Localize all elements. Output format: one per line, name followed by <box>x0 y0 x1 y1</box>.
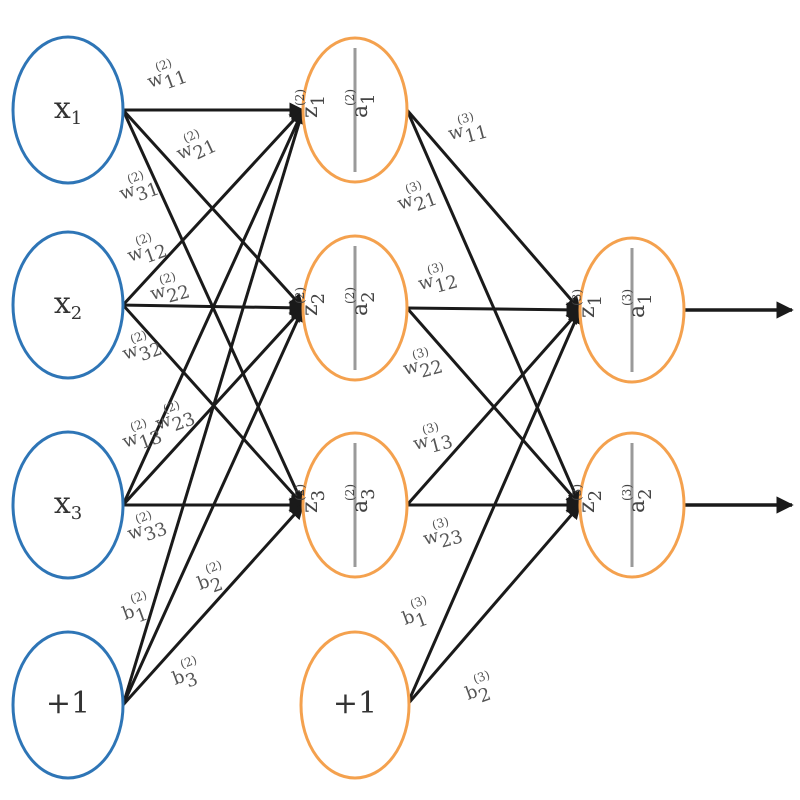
edge-in4-h2 <box>121 306 305 706</box>
weight-label-w21-3: w21(3) <box>392 174 441 221</box>
input-node-1: x1 <box>11 35 125 185</box>
input-node-label: x1 <box>54 91 82 129</box>
input-node-3: x3 <box>11 430 125 580</box>
a-label: a2(2) <box>343 287 379 316</box>
weight-label-w22-3: w22(3) <box>399 342 445 387</box>
svg-text:w31(2): w31(2) <box>114 164 162 211</box>
svg-text:w13(3): w13(3) <box>409 417 455 462</box>
z-label: z3(2) <box>293 484 329 513</box>
nodes-layer: x1 x2 x3 +1 z1(2) a1(2) z2(2) a2(2) z3(2) a3(2) +1… <box>11 35 686 780</box>
svg-text:b2(3): b2(3) <box>460 668 500 712</box>
svg-text:z1(2): z1(2) <box>293 89 329 118</box>
svg-text:b3(2): b3(2) <box>167 653 207 697</box>
edge-h4-o2 <box>405 503 582 706</box>
edge-in4-h3 <box>121 503 305 707</box>
a-label: a2(3) <box>620 484 656 513</box>
bias-label-b3-2: b3(2) <box>167 653 207 697</box>
weight-label-w21-2: w21(2) <box>170 122 220 171</box>
svg-text:b1(3): b1(3) <box>397 593 437 637</box>
hidden-bias-node: +1 <box>299 630 411 780</box>
svg-text:b2(2): b2(2) <box>192 558 232 602</box>
hidden-bias-label: +1 <box>333 686 377 721</box>
hidden-neuron-1: z1(2) a1(2) <box>293 36 409 184</box>
weight-label-w22-2: w22(2) <box>146 267 192 312</box>
edge-in3-h1 <box>121 108 305 506</box>
svg-text:w11(2): w11(2) <box>142 52 190 99</box>
svg-text:w11(3): w11(3) <box>444 107 490 152</box>
edge-in4-h1 <box>121 108 307 706</box>
weight-label-w12-2: w12(2) <box>122 226 171 273</box>
weight-label-w13-3: w13(3) <box>409 417 455 462</box>
svg-text:a1(3): a1(3) <box>620 289 656 318</box>
input-node-2: x2 <box>11 230 125 380</box>
svg-text:w22(2): w22(2) <box>146 267 192 312</box>
edge-h2-o1 <box>406 302 582 318</box>
hidden-neuron-2: z2(2) a2(2) <box>293 234 409 382</box>
weight-label-w12-3: w12(3) <box>414 257 460 302</box>
hidden-neuron-3: z3(2) a3(2) <box>293 431 409 579</box>
output-neuron-1: z1(3) a1(3) <box>570 236 686 384</box>
edge-h4-o1 <box>405 308 582 706</box>
weight-label-w32-2: w32(2) <box>117 324 166 371</box>
svg-text:w21(3): w21(3) <box>392 174 440 221</box>
input-node-label: +1 <box>46 686 90 721</box>
svg-text:z1(3): z1(3) <box>570 289 606 318</box>
weight-label-w31-2: w31(2) <box>114 164 163 211</box>
a-label: a1(2) <box>343 89 379 118</box>
svg-text:w21(2): w21(2) <box>170 122 220 171</box>
a-label: a3(2) <box>343 484 379 513</box>
svg-text:a3(2): a3(2) <box>343 484 379 513</box>
edge-in2-h1 <box>121 108 305 307</box>
weight-label-w11-2: w11(2) <box>142 52 191 99</box>
input-node-label: x3 <box>54 486 82 524</box>
z-label: z2(3) <box>570 484 606 513</box>
bias-label-b1-3: b1(3) <box>397 593 437 637</box>
a-label: a1(3) <box>620 289 656 318</box>
svg-text:z2(2): z2(2) <box>293 287 329 316</box>
svg-text:a2(3): a2(3) <box>620 484 656 513</box>
weight-label-w11-3: w11(3) <box>444 107 490 152</box>
svg-text:z2(3): z2(3) <box>570 484 606 513</box>
input-node-4: +1 <box>11 630 125 780</box>
svg-text:a2(2): a2(2) <box>343 287 379 316</box>
input-node-label: x2 <box>54 286 82 324</box>
bias-label-b2-2: b2(2) <box>192 558 232 602</box>
output-neuron-2: z2(3) a2(3) <box>570 431 686 579</box>
edges-layer <box>121 102 794 707</box>
labels-layer: w11(2) w21(2)w31(2) w12(2)w22(2) w32(2) w13(… <box>114 52 500 712</box>
svg-text:w12(2): w12(2) <box>122 226 170 273</box>
bias-label-b2-3: b2(3) <box>460 668 500 712</box>
svg-text:w22(3): w22(3) <box>399 342 445 387</box>
svg-text:w33(2): w33(2) <box>122 504 170 551</box>
svg-text:a1(2): a1(2) <box>343 89 379 118</box>
edge-h3-o1 <box>405 308 582 506</box>
edge-h1-o1 <box>405 109 582 312</box>
z-label: z2(2) <box>293 287 329 316</box>
svg-text:w32(2): w32(2) <box>117 324 165 371</box>
z-label: z1(2) <box>293 89 329 118</box>
svg-text:z3(2): z3(2) <box>293 484 329 513</box>
svg-text:w23(3): w23(3) <box>419 512 465 557</box>
weight-label-w33-2: w33(2) <box>122 504 171 551</box>
z-label: z1(3) <box>570 289 606 318</box>
svg-text:w12(3): w12(3) <box>414 257 460 302</box>
weight-label-w23-3: w23(3) <box>419 512 465 557</box>
